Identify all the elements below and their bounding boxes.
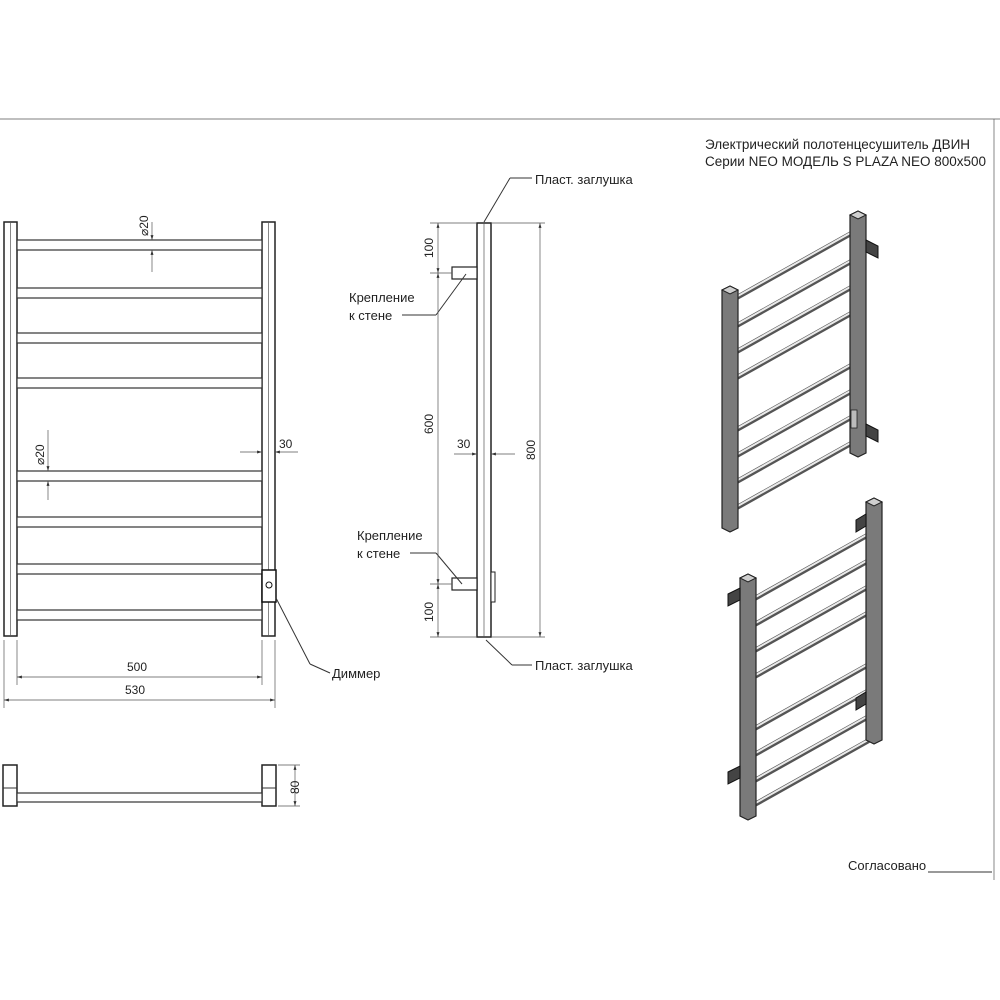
front-rail	[16, 563, 263, 575]
front-rail	[16, 239, 263, 251]
dim-total-height: 800	[524, 440, 538, 460]
front-rail	[16, 516, 263, 528]
dim-top-offset: 100	[422, 238, 436, 258]
front-rail	[16, 332, 263, 344]
wall-mount-top-label-2: к стене	[349, 308, 392, 323]
top-view-rail	[16, 792, 263, 803]
plastic-cap-bottom-label: Пласт. заглушка	[535, 658, 634, 673]
iso2-wall-bracket	[727, 765, 741, 785]
front-rail	[16, 287, 263, 299]
top-view-right-post	[261, 764, 277, 807]
front-rails	[16, 239, 263, 621]
dim-rail-diameter-top: ⌀20	[137, 215, 151, 236]
front-view: Диммер ⌀20 ⌀20 30 500 530	[3, 215, 380, 708]
dim-inner-width: 500	[127, 660, 147, 674]
wall-mount-top-label-1: Крепление	[349, 290, 415, 305]
title-block: Электрический полотенцесушитель ДВИН Сер…	[705, 137, 986, 169]
title-line-1: Электрический полотенцесушитель ДВИН	[705, 137, 970, 152]
front-rail	[16, 377, 263, 389]
top-view: 80	[2, 764, 302, 807]
iso1-left-post	[721, 285, 739, 533]
wall-mount-bottom-label-2: к стене	[357, 546, 400, 561]
dimmer-icon	[261, 569, 277, 603]
dim-outer-width: 530	[125, 683, 145, 697]
dim-mount-spacing: 600	[422, 414, 436, 434]
side-mount-top	[451, 266, 478, 280]
plastic-cap-top-label: Пласт. заглушка	[535, 172, 634, 187]
iso1-rails	[733, 230, 855, 511]
front-rail	[16, 609, 263, 621]
dim-side-depth: 30	[457, 437, 471, 451]
iso2-left-post	[739, 573, 757, 821]
iso1-wall-bracket	[865, 239, 879, 259]
isometric-view-back	[727, 497, 884, 821]
wall-mount-bottom-label-1: Крепление	[357, 528, 423, 543]
dim-post-width: 30	[279, 437, 293, 451]
iso2-rails	[749, 532, 871, 809]
approved-label: Согласовано	[848, 858, 926, 873]
iso2-wall-bracket	[727, 587, 741, 607]
top-view-left-post	[2, 764, 18, 807]
front-rail	[16, 470, 263, 482]
iso2-wall-bracket	[855, 691, 867, 711]
side-view: Пласт. заглушка Пласт. заглушка Креплени…	[349, 172, 634, 673]
iso2-right-post	[865, 497, 883, 745]
iso1-dimmer-icon	[850, 409, 858, 429]
iso2-wall-bracket	[855, 513, 867, 533]
isometric-view-front	[720, 210, 879, 533]
dimmer-label: Диммер	[332, 666, 380, 681]
approval-block: Согласовано	[848, 858, 992, 873]
iso1-wall-bracket	[865, 423, 879, 443]
title-line-2: Серии NEO МОДЕЛЬ S PLAZA NEO 800x500	[705, 154, 986, 169]
dim-bottom-offset: 100	[422, 602, 436, 622]
side-mount-bottom	[451, 577, 478, 591]
dim-rail-diameter-mid: ⌀20	[33, 444, 47, 465]
dim-depth-top-view: 80	[288, 780, 302, 794]
